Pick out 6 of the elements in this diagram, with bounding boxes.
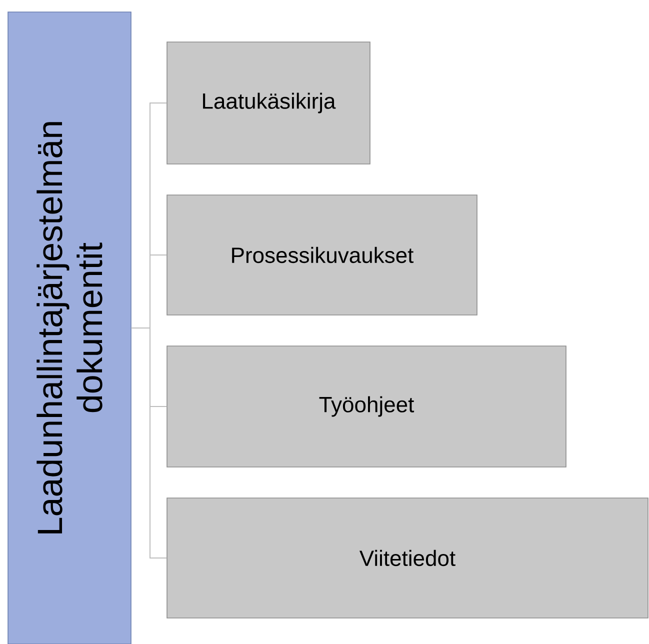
connector-line bbox=[130, 328, 168, 558]
document-box: Viitetiedot bbox=[166, 498, 648, 618]
document-box: Työohjeet bbox=[166, 346, 566, 468]
category-box: Laadunhallintajärjestelmän dokumentit bbox=[8, 12, 132, 644]
document-box: Laatukäsikirja bbox=[166, 42, 370, 164]
document-box: Prosessikuvaukset bbox=[166, 194, 478, 316]
